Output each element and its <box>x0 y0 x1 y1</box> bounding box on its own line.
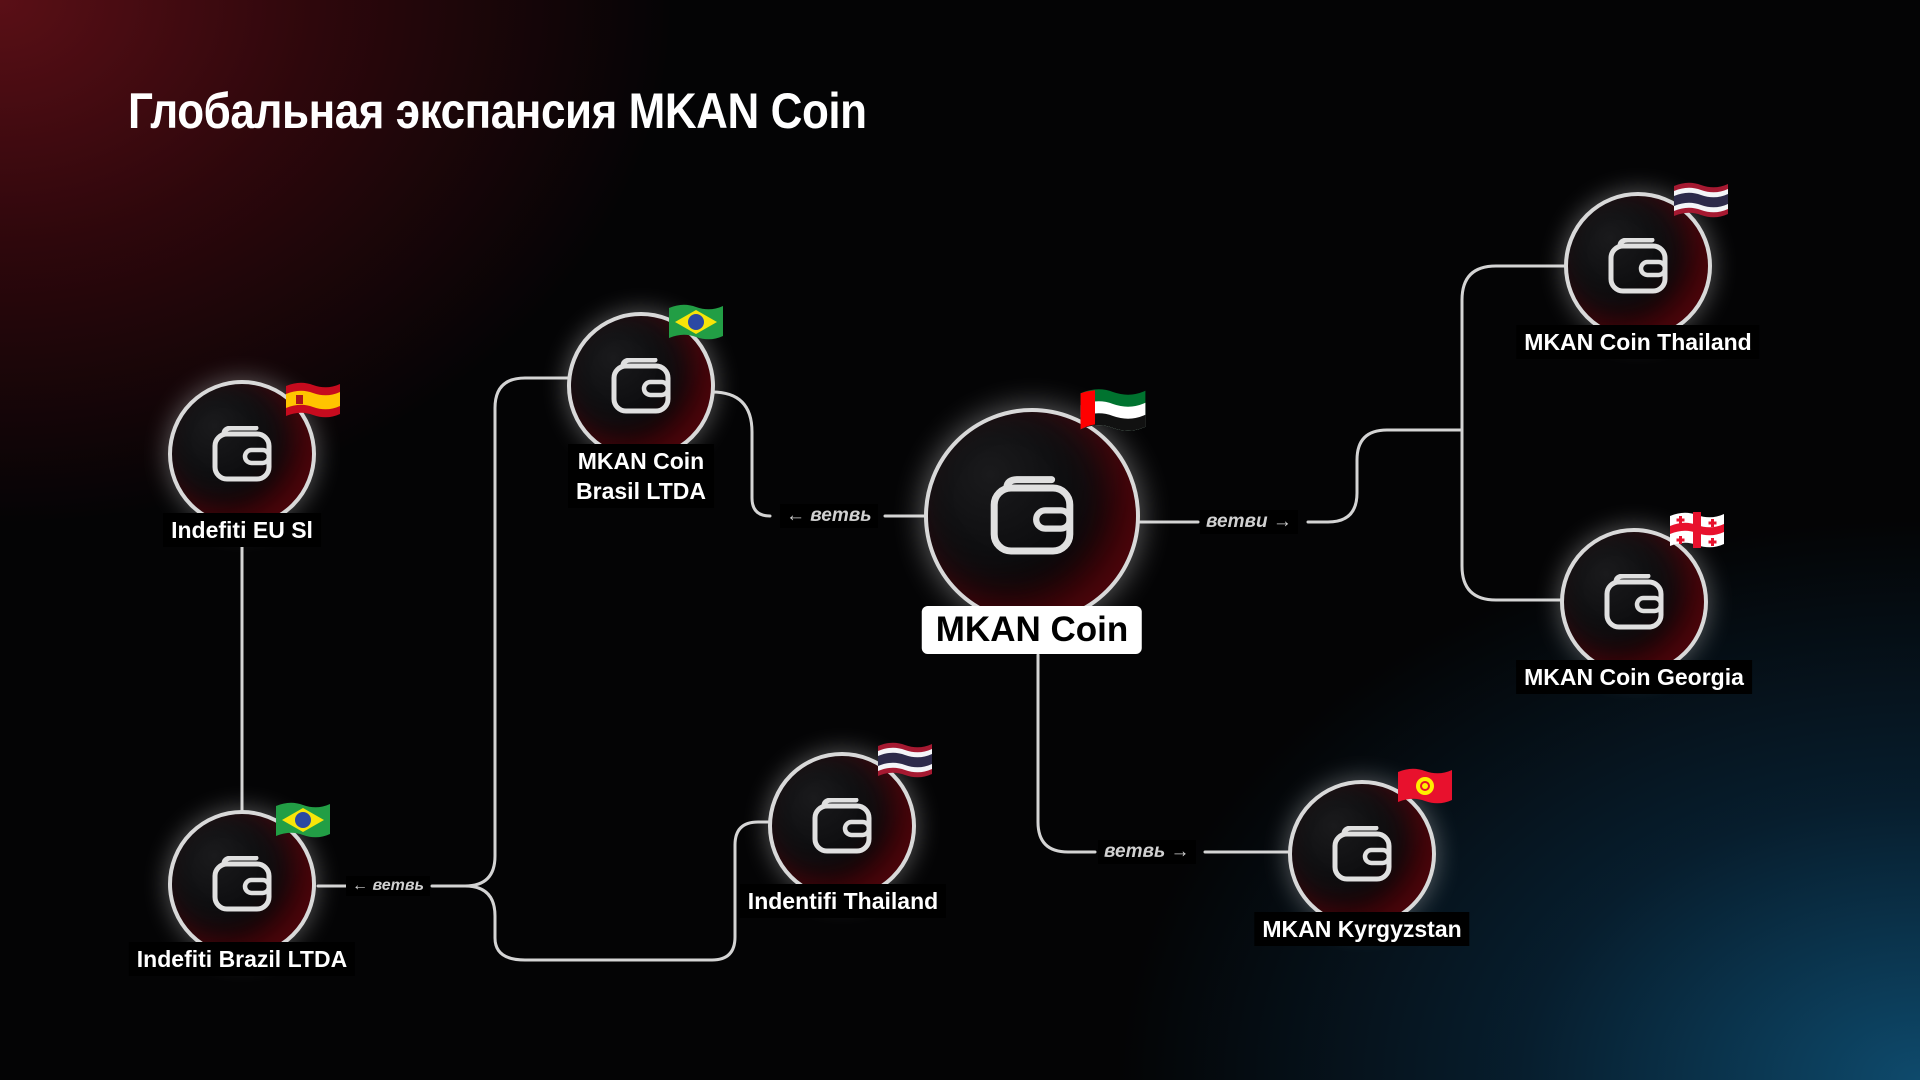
line-center-down <box>1036 653 1097 854</box>
label-mkan-coin-center: MKAN Coin <box>921 606 1143 654</box>
node-indentifi-thailand[interactable] <box>768 752 916 900</box>
wallet-icon <box>812 798 872 854</box>
thailand-flag <box>1674 182 1728 218</box>
branch-label-left-bottom: ← ветвь <box>346 876 430 896</box>
label-indefiti-brazil: Indefiti Brazil LTDA <box>128 942 356 976</box>
kyrgyzstan-flag <box>1398 768 1452 804</box>
wallet-icon <box>990 476 1074 555</box>
branch-label-down-center: ветвь → <box>1098 840 1196 864</box>
line-right-vertical <box>1460 264 1567 602</box>
label-mkan-kyrgyzstan: MKAN Kyrgyzstan <box>1254 912 1470 946</box>
label-indefiti-eu: Indefiti EU Sl <box>163 513 321 547</box>
line-fork-up <box>463 376 570 888</box>
thailand-flag <box>878 742 932 778</box>
branch-label-left-center: ← ветвь <box>780 504 878 528</box>
label-mkan-coin-thailand: MKAN Coin Thailand <box>1516 325 1760 359</box>
wallet-icon <box>1332 826 1392 882</box>
node-mkan-coin-thailand[interactable] <box>1564 192 1712 340</box>
wallet-icon <box>1608 238 1668 294</box>
line-fork-down <box>463 820 772 962</box>
label-mkan-coin-georgia: MKAN Coin Georgia <box>1516 660 1752 694</box>
branch-label-right-center: ветви → <box>1200 510 1298 534</box>
label-mkan-coin-brasil: MKAN Coin Brasil LTDA <box>568 444 714 508</box>
node-mkan-coin-brasil[interactable] <box>567 312 715 460</box>
wallet-icon <box>1604 574 1664 630</box>
line-right-stem <box>1306 428 1464 524</box>
line-brasil-center <box>710 390 772 518</box>
wallet-icon <box>212 426 272 482</box>
node-mkan-kyrgyzstan[interactable] <box>1288 780 1436 928</box>
brazil-flag <box>669 304 723 340</box>
label-indentifi-thailand: Indentifi Thailand <box>739 884 947 918</box>
node-indefiti-brazil[interactable] <box>168 810 316 958</box>
uae-flag <box>1080 389 1146 431</box>
node-mkan-coin-georgia[interactable] <box>1560 528 1708 676</box>
spain-flag <box>286 382 340 418</box>
node-mkan-coin-center[interactable] <box>924 408 1140 624</box>
brazil-flag <box>276 802 330 838</box>
wallet-icon <box>611 358 671 414</box>
page-title: Глобальная экспансия MKAN Coin <box>128 83 867 139</box>
wallet-icon <box>212 856 272 912</box>
georgia-flag <box>1670 512 1724 548</box>
